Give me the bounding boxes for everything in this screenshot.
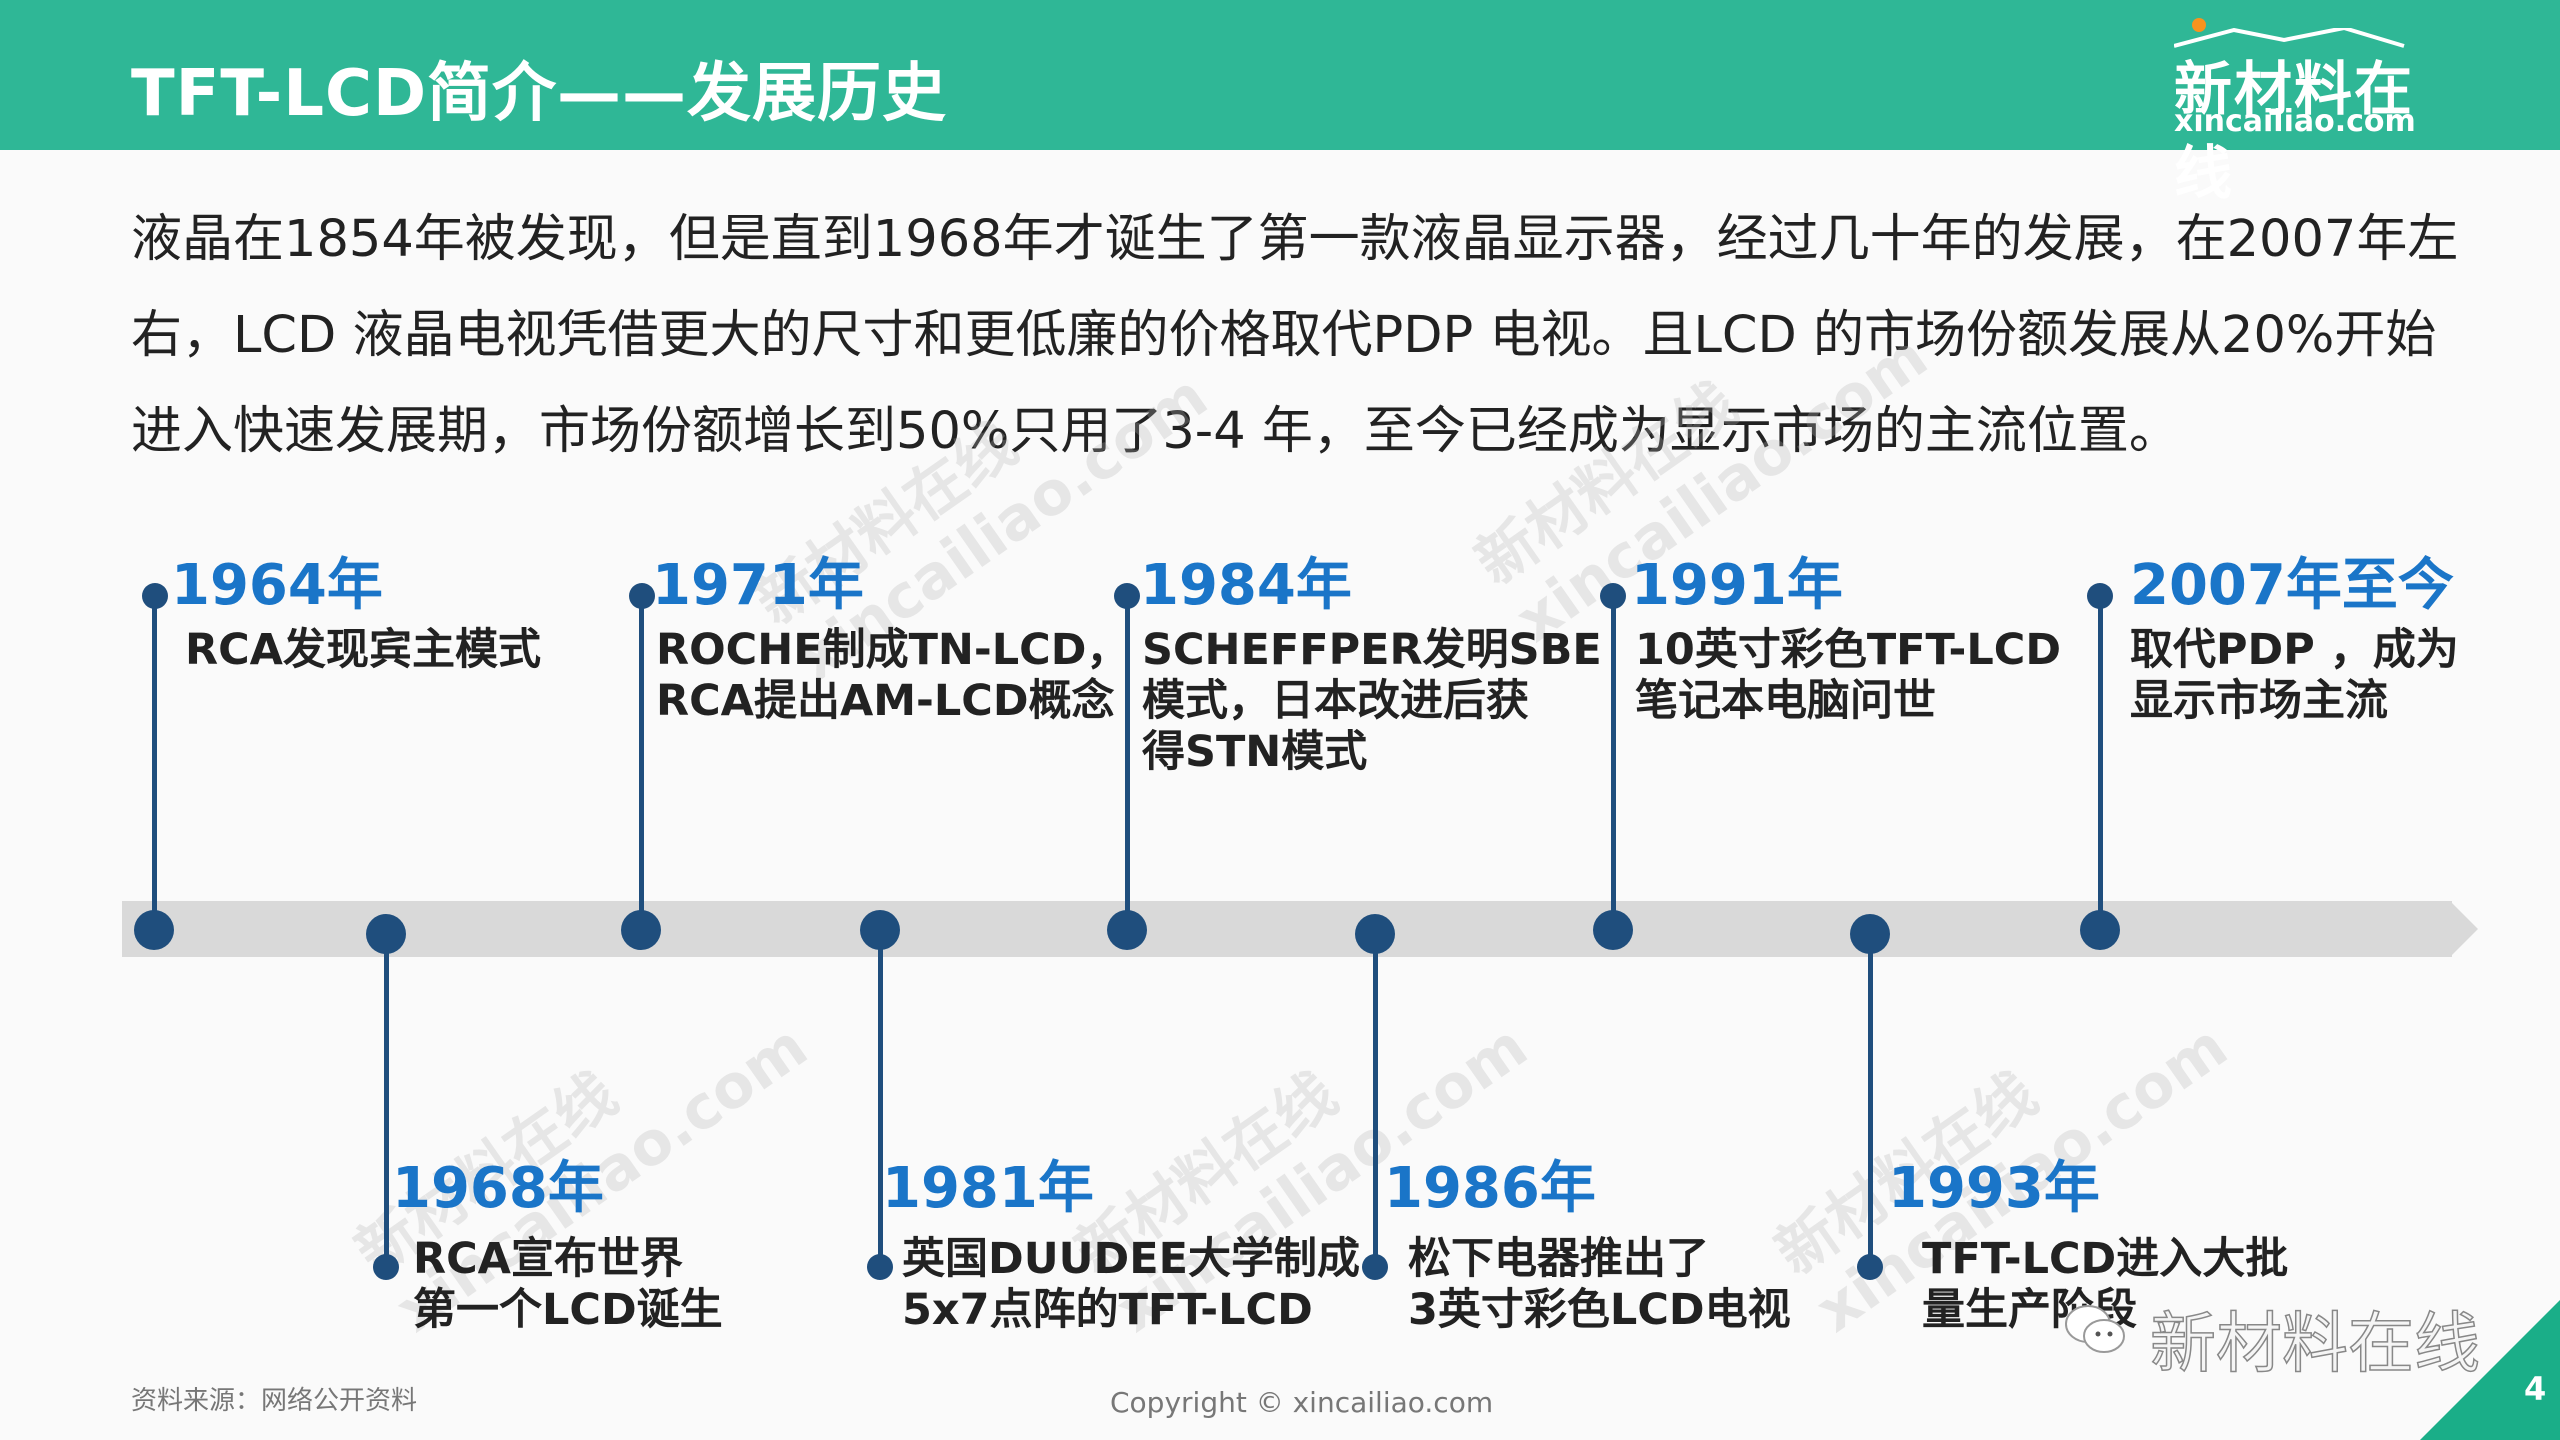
event-year: 1971年: [652, 553, 864, 618]
connector-line: [152, 596, 157, 930]
intro-paragraph: 液晶在1854年被发现，但是直到1968年才诞生了第一款液晶显示器，经过几十年的…: [131, 210, 2459, 461]
copyright: Copyright © xincailiao.com: [1110, 1386, 1494, 1419]
connector-line: [1868, 940, 1873, 1265]
event-description: 松下电器推出了 3英寸彩色LCD电视: [1408, 1234, 1791, 1335]
timeline-node: [621, 910, 661, 950]
logo: 新材料在线 xincailiao.com: [2170, 18, 2470, 207]
event-description: RCA宣布世界 第一个LCD诞生: [413, 1234, 723, 1335]
page-number: 4: [2524, 1370, 2547, 1408]
logo-roof-icon: [2174, 28, 2405, 48]
wechat-icon: [2065, 1305, 2125, 1353]
event-description: ROCHE制成TN-LCD， RCA提出AM-LCD概念: [656, 625, 1130, 726]
event-description: 10英寸彩色TFT-LCD 笔记本电脑问世: [1635, 625, 2062, 726]
event-description: 取代PDP ，成为 显示市场主流: [2130, 625, 2459, 726]
event-description: 英国DUUDEE大学制成 5x7点阵的TFT-LCD: [902, 1234, 1360, 1335]
timeline-node: [2080, 910, 2120, 950]
logo-sun-icon: [2192, 18, 2206, 32]
timeline-arrow-icon: [2450, 901, 2478, 957]
logo-text-en: xincailiao.com: [2174, 104, 2416, 139]
logo-text-cn: 新材料在线: [2174, 55, 2415, 207]
connector-line: [1611, 596, 1616, 930]
source-note: 资料来源：网络公开资料: [131, 1386, 418, 1416]
marker-dot: [373, 1254, 399, 1280]
timeline-node: [1107, 910, 1147, 950]
event-year: 1984年: [1140, 553, 1352, 618]
connector-line: [384, 940, 389, 1265]
header-bar: TFT-LCD简介——发展历史 新材料在线 xincailiao.com: [0, 0, 2560, 207]
marker-dot: [1857, 1254, 1883, 1280]
event-year: 1993年: [1888, 1156, 2100, 1221]
marker-dot: [1362, 1254, 1388, 1280]
event-year: 1964年: [171, 553, 383, 618]
wechat-watermark: 新材料在线: [2149, 1304, 2481, 1383]
connector-line: [2098, 596, 2103, 930]
connector-line: [1373, 940, 1378, 1265]
connector-line: [878, 940, 883, 1265]
timeline-node: [134, 910, 174, 950]
timeline-node: [1593, 910, 1633, 950]
event-description: RCA发现宾主模式: [185, 625, 541, 675]
event-year: 1968年: [392, 1156, 604, 1221]
connector-line: [639, 596, 644, 930]
marker-dot: [867, 1254, 893, 1280]
timeline-bar: [122, 901, 2452, 957]
page-title: TFT-LCD简介——发展历史: [131, 57, 948, 131]
corner-triangle: [2420, 1300, 2560, 1440]
event-year: 2007年至今: [2130, 553, 2454, 618]
event-description: SCHEFFPER发明SBE 模式，日本改进后获 得STN模式: [1142, 625, 1602, 777]
event-year: 1986年: [1384, 1156, 1596, 1221]
connector-line: [1125, 596, 1130, 930]
event-year: 1981年: [882, 1156, 1094, 1221]
event-year: 1991年: [1631, 553, 1843, 618]
